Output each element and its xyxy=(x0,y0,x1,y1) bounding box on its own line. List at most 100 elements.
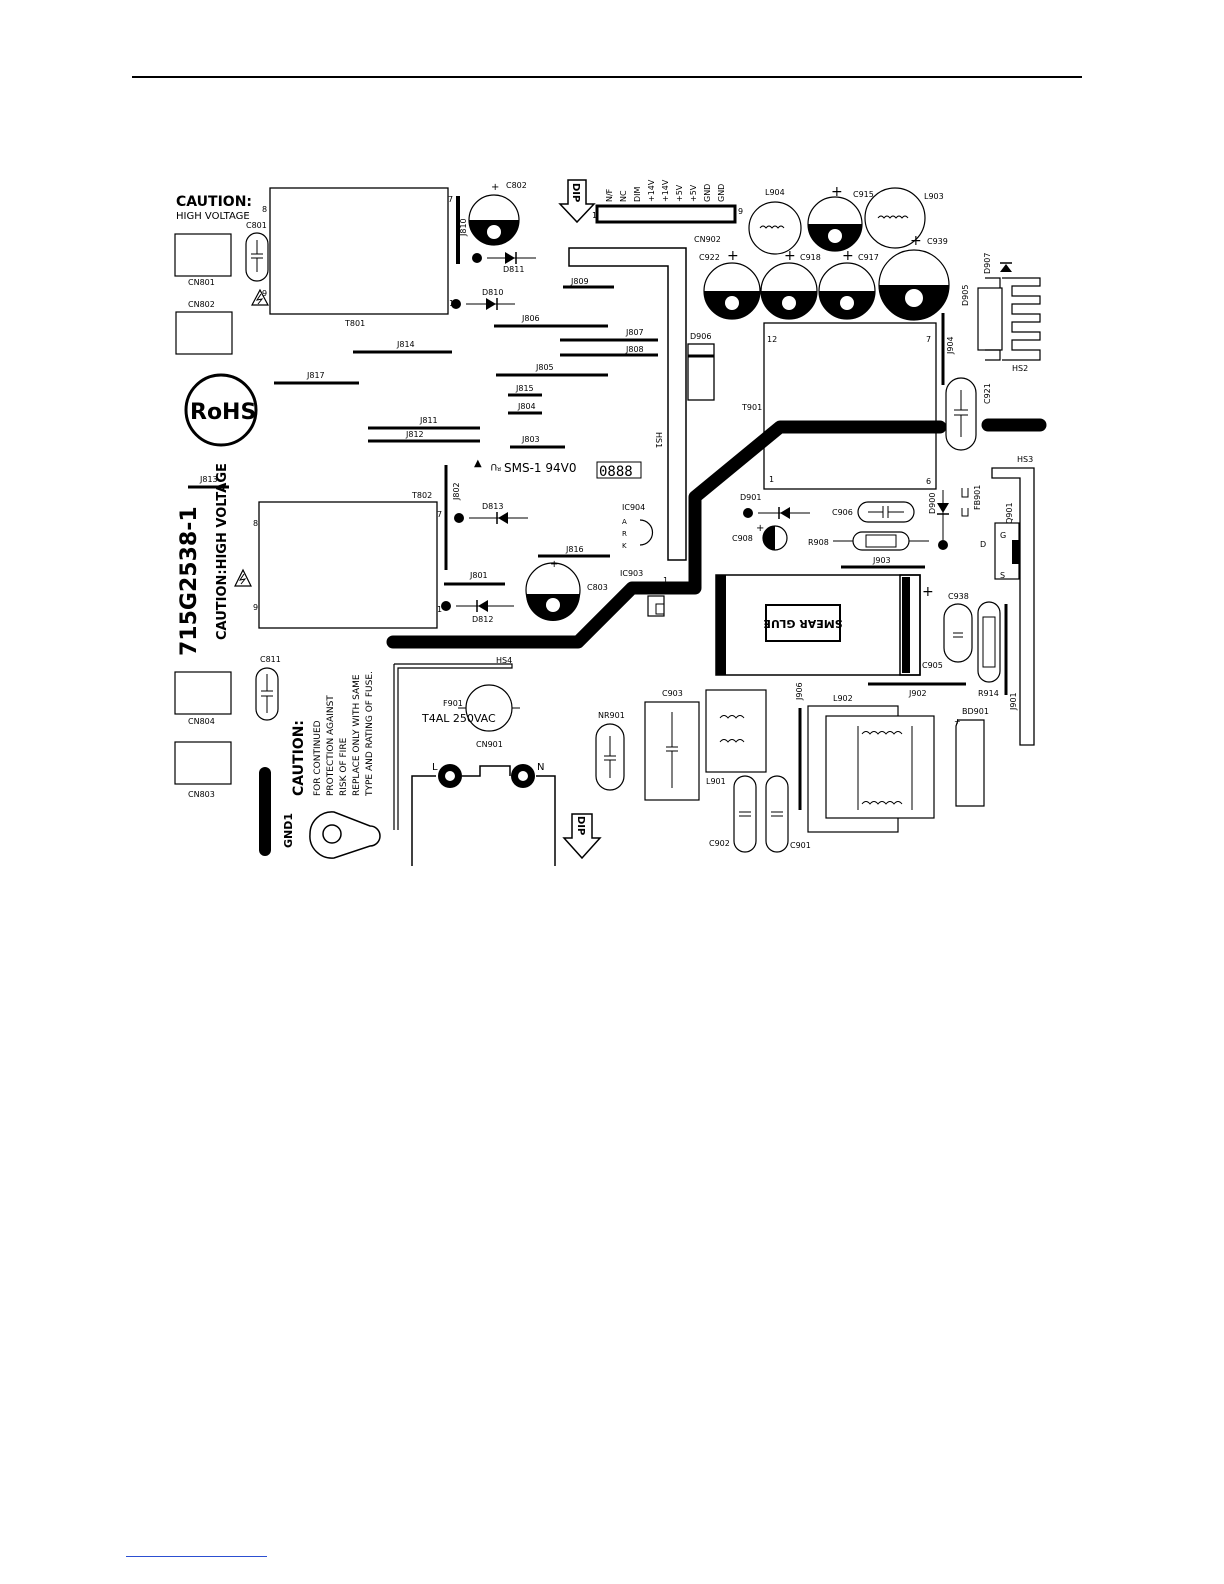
svg-text:1: 1 xyxy=(769,475,774,484)
svg-text:+14V: +14V xyxy=(647,179,656,202)
resistor-r914 xyxy=(977,601,1001,683)
ref-d905: D905 xyxy=(961,285,970,306)
caution-hv-inline: CAUTION:HIGH VOLTAGE xyxy=(215,463,230,640)
ref-r908: R908 xyxy=(808,538,829,547)
svg-text:PROTECTION AGAINST: PROTECTION AGAINST xyxy=(326,695,336,796)
line-terminal-label: L xyxy=(432,762,438,773)
svg-text:GND: GND xyxy=(703,184,712,202)
connector-cn902 xyxy=(595,204,737,224)
diode-d812 xyxy=(478,600,488,612)
rohs-mark: RoHS xyxy=(184,373,258,447)
ref-c917: C917 xyxy=(858,253,879,262)
jumper-group-mid xyxy=(188,285,658,489)
svg-text:S: S xyxy=(1000,571,1005,580)
fuse-warning-text: CAUTION: FOR CONTINUED PROTECTION AGAINS… xyxy=(291,671,375,797)
ref-j801: J801 xyxy=(469,571,488,580)
svg-text:G: G xyxy=(1000,531,1006,540)
svg-text:+5V: +5V xyxy=(675,184,684,202)
svg-text:REPLACE ONLY WITH SAME: REPLACE ONLY WITH SAME xyxy=(352,674,362,796)
diode-d906 xyxy=(687,343,715,401)
ref-c906: C906 xyxy=(832,508,853,517)
ref-d811: D811 xyxy=(503,265,524,274)
svg-text:+: + xyxy=(491,182,499,193)
ref-j806: J806 xyxy=(521,314,540,323)
diode-d810 xyxy=(486,298,496,310)
ref-j803: J803 xyxy=(521,435,540,444)
hv-trace-main xyxy=(386,420,947,649)
ref-c939: C939 xyxy=(927,237,948,246)
svg-text:+: + xyxy=(842,248,854,264)
ref-c915: C915 xyxy=(853,190,874,199)
ref-hs1: HS1 xyxy=(654,432,663,448)
svg-text:R: R xyxy=(622,530,627,538)
svg-text:+: + xyxy=(922,584,934,600)
svg-text:+14V: +14V xyxy=(661,179,670,202)
ref-t901: T901 xyxy=(741,403,762,412)
svg-text:N/F: N/F xyxy=(605,188,614,202)
ref-j811: J811 xyxy=(419,416,438,425)
date-code-box xyxy=(596,461,642,479)
ref-hs4: HS4 xyxy=(496,656,512,665)
ref-nr901: NR901 xyxy=(598,711,625,720)
svg-text:DIM: DIM xyxy=(633,186,642,202)
capacitor-c906 xyxy=(857,501,915,523)
capacitor-c921 xyxy=(945,377,977,451)
ref-c905: C905 xyxy=(922,661,943,670)
hv-warning-icon-2 xyxy=(234,568,252,587)
capacitor-c902 xyxy=(733,775,757,853)
part-number: 715G2538-1 xyxy=(177,506,202,656)
svg-text:12: 12 xyxy=(767,335,777,344)
ref-hs2: HS2 xyxy=(1012,364,1028,373)
ref-c802: C802 xyxy=(506,181,527,190)
ref-j904: J904 xyxy=(946,336,955,355)
ref-r914: R914 xyxy=(978,689,999,698)
svg-text:8: 8 xyxy=(253,519,258,528)
svg-text:CAUTION:: CAUTION: xyxy=(291,720,307,796)
diode-d901 xyxy=(780,507,790,519)
svg-text:9: 9 xyxy=(253,603,258,612)
transformer-t802 xyxy=(258,501,438,629)
capacitor-c901 xyxy=(765,775,789,853)
smear-glue-label: SMEAR GLUE xyxy=(763,617,842,630)
thermistor-nr901 xyxy=(595,723,625,791)
svg-text:9: 9 xyxy=(738,207,743,216)
ref-d901: D901 xyxy=(740,493,761,502)
ref-j810: J810 xyxy=(459,218,468,237)
ref-cn803: CN803 xyxy=(188,790,215,799)
heatsink-hs2 xyxy=(977,277,1041,361)
dip-arrow-top: DIP xyxy=(558,179,596,224)
ref-cn802: CN802 xyxy=(188,300,215,309)
ref-j901: J901 xyxy=(1009,692,1018,711)
ref-t802: T802 xyxy=(411,491,432,500)
ref-ic904: IC904 xyxy=(622,503,645,512)
caution-title: CAUTION: xyxy=(176,194,252,210)
material-label: SMS-1 94V0 xyxy=(504,461,576,475)
svg-text:+: + xyxy=(954,717,961,726)
ref-c901: C901 xyxy=(790,841,811,850)
high-voltage-label: HIGH VOLTAGE xyxy=(176,211,250,222)
ref-c921: C921 xyxy=(983,383,992,404)
svg-text:1: 1 xyxy=(592,211,597,220)
ref-cn902: CN902 xyxy=(694,235,721,244)
cn902-pin-labels: N/F NC DIM +14V +14V +5V +5V GND GND xyxy=(605,179,726,202)
svg-text:+5V: +5V xyxy=(689,184,698,202)
hv-warning-icon xyxy=(251,288,269,306)
diode-d811 xyxy=(505,252,515,264)
ref-j903: J903 xyxy=(872,556,891,565)
ref-hs3: HS3 xyxy=(1017,455,1033,464)
footer-rule xyxy=(126,1556,267,1557)
bridge-bd901 xyxy=(955,719,985,807)
svg-text:NC: NC xyxy=(619,190,628,202)
svg-text:DIP: DIP xyxy=(570,183,581,202)
connector-cn801 xyxy=(174,233,232,277)
svg-text:RISK OF FIRE: RISK OF FIRE xyxy=(339,737,349,796)
ref-cn804: CN804 xyxy=(188,717,215,726)
capacitor-c905: SMEAR GLUE xyxy=(715,574,921,676)
ref-cn901: CN901 xyxy=(476,740,503,749)
svg-text:A: A xyxy=(622,518,627,526)
gnd1-lug xyxy=(309,811,381,859)
ref-bd901: BD901 xyxy=(962,707,989,716)
ref-c902: C902 xyxy=(709,839,730,848)
svg-text:+: + xyxy=(831,184,843,200)
ref-j906: J906 xyxy=(795,682,804,701)
